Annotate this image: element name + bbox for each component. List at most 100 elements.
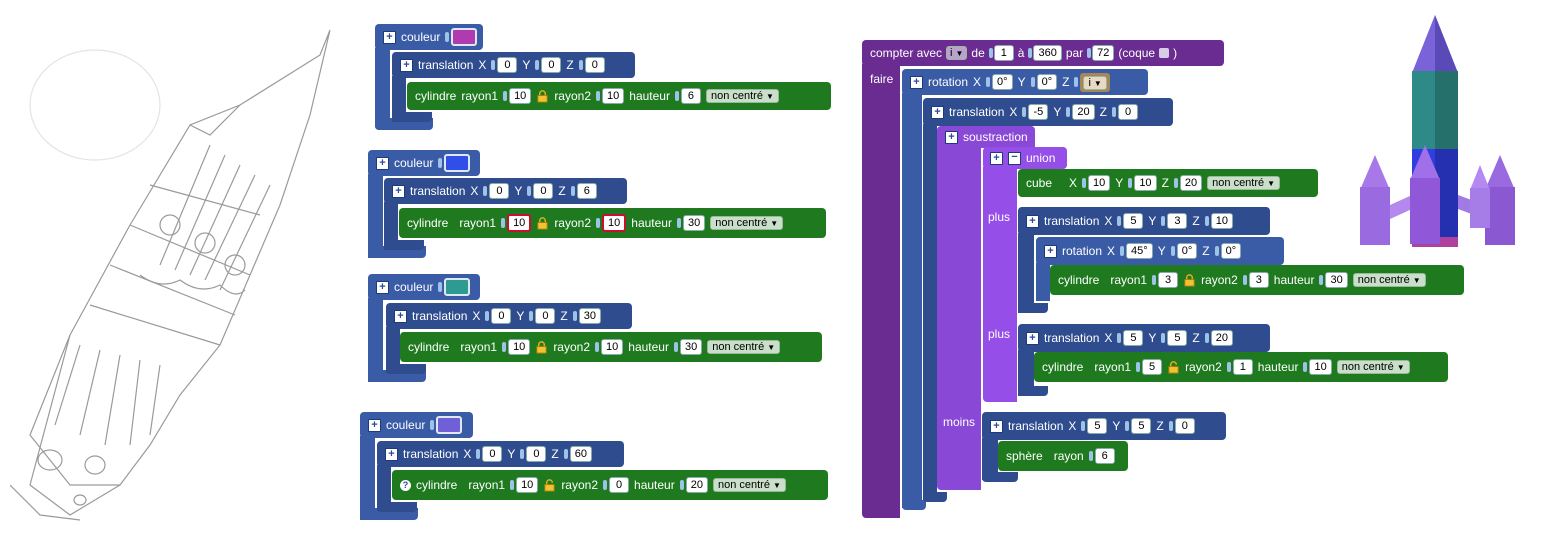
- y-field[interactable]: 3: [1167, 213, 1188, 229]
- expand-icon[interactable]: +: [376, 280, 389, 294]
- coque-checkbox[interactable]: [1159, 48, 1170, 58]
- z-field[interactable]: 0: [1174, 418, 1195, 434]
- variable-i-block[interactable]: i▼: [1080, 72, 1110, 92]
- lock-icon[interactable]: [535, 340, 548, 354]
- z-field[interactable]: 0: [584, 57, 605, 73]
- expand-icon[interactable]: +: [385, 447, 398, 461]
- expand-icon[interactable]: +: [990, 419, 1003, 433]
- centre-dropdown[interactable]: non centré▼: [705, 89, 779, 103]
- color-swatch-teal[interactable]: [444, 278, 471, 296]
- y-field[interactable]: 0°: [1036, 74, 1058, 90]
- x-field[interactable]: 0: [497, 57, 518, 73]
- lock-icon[interactable]: [1183, 273, 1196, 287]
- centre-dropdown[interactable]: non centré▼: [710, 216, 784, 230]
- rayon2-field[interactable]: 1: [1232, 359, 1253, 375]
- x-field[interactable]: 10: [1088, 175, 1111, 191]
- z-field[interactable]: 30: [578, 308, 601, 324]
- centre-dropdown[interactable]: non centré▼: [1336, 360, 1410, 374]
- rayon1-field[interactable]: 10: [509, 88, 532, 104]
- expand-icon[interactable]: +: [400, 58, 413, 72]
- soustraction-block[interactable]: [937, 126, 1035, 148]
- x-field[interactable]: 0: [482, 446, 503, 462]
- z-field[interactable]: 20: [1210, 330, 1233, 346]
- expand-icon[interactable]: +: [383, 30, 396, 44]
- expand-icon[interactable]: +: [990, 151, 1003, 165]
- help-icon[interactable]: ?: [400, 479, 411, 491]
- hauteur-field[interactable]: 6: [680, 88, 701, 104]
- z-field[interactable]: 6: [576, 183, 597, 199]
- rayon1-field[interactable]: 3: [1158, 272, 1179, 288]
- x-field[interactable]: 45°: [1126, 243, 1153, 259]
- y-field[interactable]: 5: [1131, 418, 1152, 434]
- z-label: Z: [1161, 176, 1169, 190]
- z-field[interactable]: 60: [569, 446, 592, 462]
- rayon2-field[interactable]: 3: [1248, 272, 1269, 288]
- rayon1-field[interactable]: 10: [516, 477, 539, 493]
- z-label: Z: [560, 309, 568, 323]
- to-field[interactable]: 360: [1033, 45, 1062, 61]
- centre-dropdown[interactable]: non centré▼: [707, 340, 781, 354]
- y-field[interactable]: 10: [1134, 175, 1157, 191]
- expand-icon[interactable]: +: [931, 105, 944, 119]
- y-field[interactable]: 0: [533, 183, 554, 199]
- centre-dropdown[interactable]: non centré▼: [1352, 273, 1426, 287]
- x-field[interactable]: 5: [1123, 330, 1144, 346]
- rayon2-field[interactable]: 10: [601, 339, 624, 355]
- hauteur-field[interactable]: 20: [685, 477, 708, 493]
- y-field[interactable]: 0: [535, 308, 556, 324]
- hauteur-field[interactable]: 30: [679, 339, 703, 355]
- x-field[interactable]: 0°: [992, 74, 1013, 90]
- rayon2-field-error[interactable]: 10: [602, 214, 627, 232]
- y-field[interactable]: 0°: [1176, 243, 1198, 259]
- expand-icon[interactable]: +: [1026, 331, 1039, 345]
- rayon1-field[interactable]: 5: [1142, 359, 1163, 375]
- rayon2-field[interactable]: 0: [609, 477, 630, 493]
- y-field[interactable]: 0: [526, 446, 547, 462]
- y-field[interactable]: 5: [1167, 330, 1188, 346]
- rocket-sketch: [10, 29, 331, 521]
- z-field[interactable]: 20: [1179, 175, 1203, 191]
- rayon2-field[interactable]: 10: [602, 88, 625, 104]
- hauteur-field[interactable]: 30: [682, 215, 706, 231]
- x-field[interactable]: -5: [1028, 104, 1049, 120]
- from-field[interactable]: 1: [993, 45, 1014, 61]
- y-field[interactable]: 0: [541, 57, 562, 73]
- color-swatch-magenta[interactable]: [451, 28, 478, 46]
- y-field[interactable]: 20: [1072, 104, 1095, 120]
- centre-dropdown[interactable]: non centré▼: [712, 478, 786, 492]
- x-field[interactable]: 0: [489, 183, 510, 199]
- variable-dropdown[interactable]: i▼: [946, 46, 968, 60]
- rayon1-field-error[interactable]: 10: [507, 214, 532, 232]
- unlock-icon[interactable]: [1167, 360, 1180, 374]
- x-field[interactable]: 0: [491, 308, 512, 324]
- expand-icon[interactable]: +: [368, 418, 381, 432]
- collapse-icon[interactable]: −: [1008, 151, 1021, 165]
- hauteur-field[interactable]: 30: [1325, 272, 1348, 288]
- union-block[interactable]: [983, 147, 1067, 169]
- rayon1-field[interactable]: 10: [508, 339, 531, 355]
- unlock-icon[interactable]: [543, 478, 556, 492]
- z-field[interactable]: 0: [1118, 104, 1138, 120]
- x-field[interactable]: 5: [1123, 213, 1144, 229]
- lock-icon[interactable]: [536, 216, 549, 230]
- expand-icon[interactable]: +: [1044, 244, 1057, 258]
- color-swatch-violet[interactable]: [436, 416, 463, 434]
- lock-icon[interactable]: [536, 89, 549, 103]
- expand-icon[interactable]: +: [1026, 214, 1039, 228]
- rayon-field[interactable]: 6: [1094, 448, 1115, 464]
- expand-icon[interactable]: +: [394, 309, 407, 323]
- rotation-label: rotation: [928, 75, 969, 89]
- step-field[interactable]: 72: [1092, 45, 1115, 61]
- expand-icon[interactable]: +: [392, 184, 405, 198]
- rotation-block-2[interactable]: [1036, 237, 1284, 265]
- plus-label-2: plus: [988, 327, 1011, 341]
- x-field[interactable]: 5: [1087, 418, 1108, 434]
- expand-icon[interactable]: +: [945, 130, 958, 144]
- z-field[interactable]: 10: [1210, 213, 1233, 229]
- color-swatch-blue[interactable]: [444, 154, 471, 172]
- hauteur-field[interactable]: 10: [1309, 359, 1332, 375]
- expand-icon[interactable]: +: [376, 156, 389, 170]
- centre-dropdown[interactable]: non centré▼: [1207, 176, 1281, 190]
- expand-icon[interactable]: +: [910, 75, 923, 89]
- z-field[interactable]: 0°: [1220, 243, 1242, 259]
